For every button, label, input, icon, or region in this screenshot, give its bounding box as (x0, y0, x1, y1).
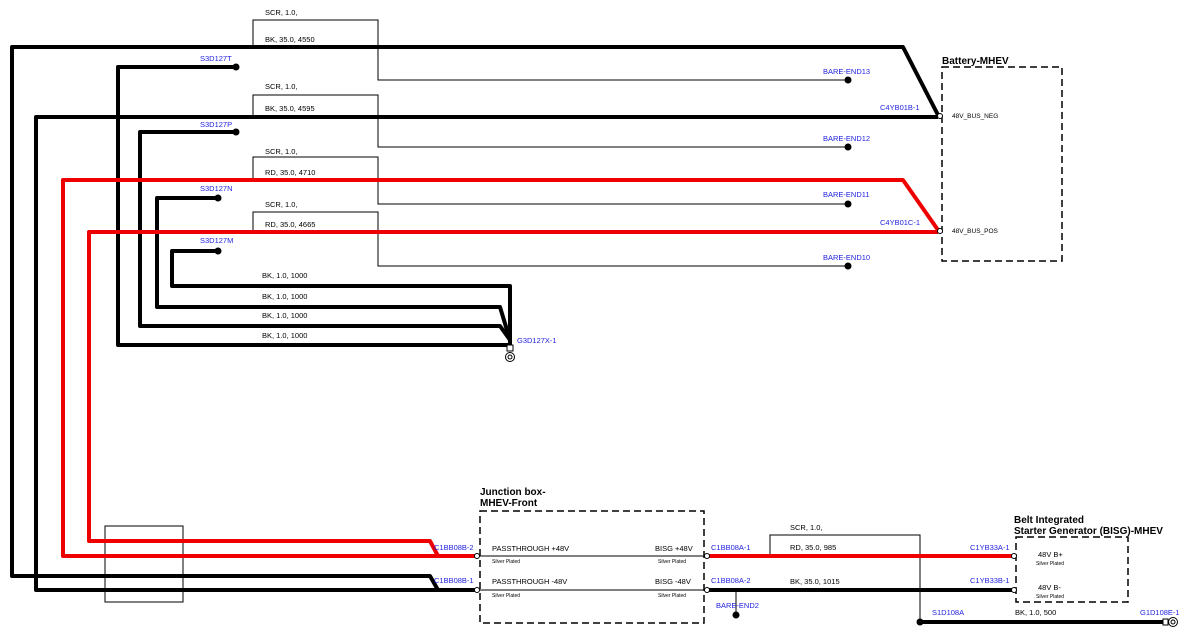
connector-c1bb08b1: C1BB08B-1 (434, 576, 474, 585)
battery-title: Battery-MHEV (942, 56, 1009, 67)
wire-label-985: RD, 35.0, 985 (790, 543, 836, 552)
wire-label-4665: RD, 35.0, 4665 (265, 220, 315, 229)
jb-row1-right: BISG +48V (655, 544, 693, 553)
ground-g1d108e: G1D108E-1 (1140, 608, 1180, 617)
jb-row2-left-plated: Silver Plated (492, 593, 520, 599)
junction-box-title-1: Junction box- (480, 487, 546, 498)
battery-component: Battery-MHEV 48V_BUS_NEG 48V_BUS_POS (942, 56, 1009, 235)
bare-end-11: BARE-END11 (823, 190, 870, 199)
jb-row2-right: BISG -48V (655, 577, 691, 586)
wire-label-g2: BK, 1.0, 1000 (262, 292, 307, 301)
splice-s3d127t: S3D127T (200, 54, 232, 63)
junction-box-title-2: MHEV-Front (480, 498, 538, 509)
bisg-pin-pos: 48V B+ (1038, 550, 1063, 559)
splice-s1d108a: S1D108A (932, 608, 964, 617)
wire-label-500: BK, 1.0, 500 (1015, 608, 1056, 617)
wire-label-4550: BK, 35.0, 4550 (265, 35, 315, 44)
wire-label-g3: BK, 1.0, 1000 (262, 311, 307, 320)
connector-pins (474, 113, 1017, 593)
bare-end-13: BARE-END13 (823, 67, 870, 76)
battery-pin-pos: 48V_BUS_POS (952, 228, 999, 235)
bare-end-12: BARE-END12 (823, 134, 870, 143)
connector-c4yb01b: C4YB01B-1 (880, 103, 920, 112)
bisg-pin-pos-plated: Silver Plated (1036, 561, 1064, 567)
connector-labels: C4YB01B-1 C4YB01C-1 C1BB08B-2 C1BB08B-1 … (434, 103, 1010, 585)
bare-end-10: BARE-END10 (823, 253, 870, 262)
bisg-title-2: Starter Generator (BISG)-MHEV (1014, 526, 1163, 537)
bare-end-2: BARE-END2 (716, 601, 759, 610)
wire-label-scr-3: SCR, 1.0, (265, 147, 298, 156)
connector-c1bb08b2: C1BB08B-2 (434, 543, 474, 552)
connector-c1bb08a1: C1BB08A-1 (711, 543, 751, 552)
wire-label-1015: BK, 35.0, 1015 (790, 577, 840, 586)
bare-end-labels: BARE-END13 BARE-END12 BARE-END11 BARE-EN… (716, 67, 870, 610)
ground-g3d127x: G3D127X-1 (517, 336, 557, 345)
bisg-title-1: Belt Integrated (1014, 515, 1084, 526)
connector-c1yb33b: C1YB33B-1 (970, 576, 1010, 585)
wire-label-scr-4: SCR, 1.0, (265, 200, 298, 209)
wire-label-scr-5: SCR, 1.0, (790, 523, 823, 532)
red-wires (61, 178, 1014, 558)
jb-row1-right-plated: Silver Plated (658, 559, 686, 565)
wire-label-4595: BK, 35.0, 4595 (265, 104, 315, 113)
splice-s3d127n: S3D127N (200, 184, 233, 193)
wire-labels: SCR, 1.0, BK, 35.0, 4550 SCR, 1.0, BK, 3… (262, 8, 1056, 617)
splice-s3d127m: S3D127M (200, 236, 233, 245)
jb-row1-left: PASSTHROUGH +48V (492, 544, 569, 553)
bisg-box (1015, 536, 1129, 603)
connector-c4yb01c: C4YB01C-1 (880, 218, 920, 227)
battery-box (941, 66, 1063, 262)
wire-label-scr-1: SCR, 1.0, (265, 8, 298, 17)
jb-row2-right-plated: Silver Plated (658, 593, 686, 599)
junction-box (479, 510, 705, 624)
splice-labels: S3D127T S3D127P S3D127N S3D127M S1D108A … (200, 54, 1180, 617)
ground-icon (505, 344, 515, 362)
splice-s3d127p: S3D127P (200, 120, 232, 129)
battery-pin-neg: 48V_BUS_NEG (952, 113, 998, 120)
bisg-pin-neg-plated: Silver Plated (1036, 594, 1064, 600)
splice-dots (214, 63, 924, 626)
connector-c1bb08a2: C1BB08A-2 (711, 576, 751, 585)
black-wires (10, 45, 1166, 624)
bisg-component: Belt Integrated Starter Generator (BISG)… (1014, 515, 1163, 600)
wire-label-g1: BK, 1.0, 1000 (262, 271, 307, 280)
jb-row2-left: PASSTHROUGH -48V (492, 577, 567, 586)
junction-box-component: Junction box- MHEV-Front PASSTHROUGH +48… (480, 487, 693, 599)
shield-outlines (104, 19, 921, 620)
wire-label-g4: BK, 1.0, 1000 (262, 331, 307, 340)
bisg-pin-neg: 48V B- (1038, 583, 1061, 592)
wire-label-scr-2: SCR, 1.0, (265, 82, 298, 91)
connector-c1yb33a: C1YB33A-1 (970, 543, 1010, 552)
jb-row1-left-plated: Silver Plated (492, 559, 520, 565)
ground-icon-g1d108e (1162, 617, 1178, 627)
wire-label-4710: RD, 35.0, 4710 (265, 168, 315, 177)
